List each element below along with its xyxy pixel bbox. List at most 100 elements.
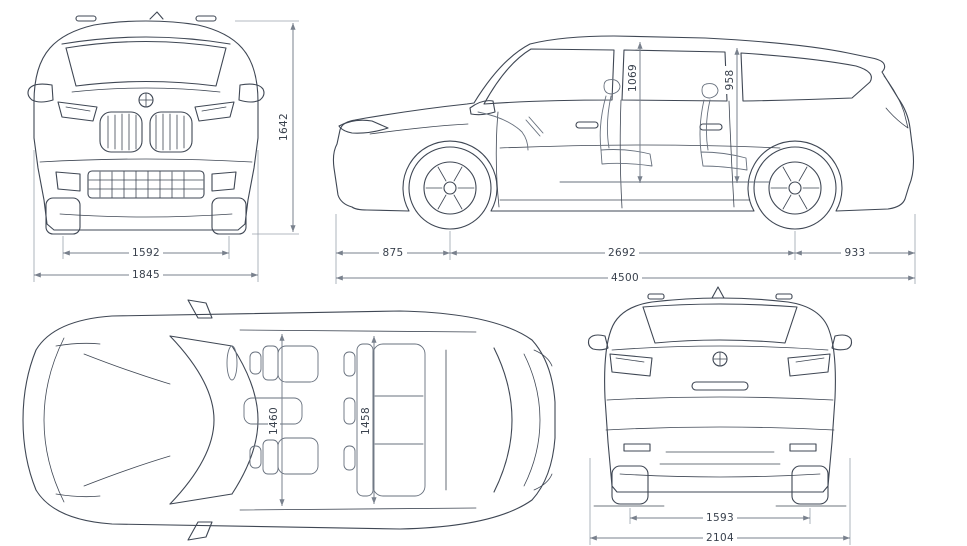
rear-mirror-left [587,334,609,351]
rear-seat-cushion [700,151,748,171]
front-interior-width-label: 1460 [268,407,280,435]
driver-headrest [249,351,262,375]
front-tire [408,146,492,230]
top-interior-drawing [226,343,426,497]
rear-seat-backrest [699,99,711,153]
rear-roof-rail-right [775,293,793,300]
grille-bars-left [107,113,137,151]
hatch-arc [523,353,541,487]
rear-bumper-line [605,426,835,431]
intake-grid-vertical [99,170,185,199]
width-witness-lines [33,150,259,282]
passenger-headrest [249,445,262,469]
top-view: 1460 1458 [22,299,556,541]
reflector-left [623,443,651,452]
bumper-line [39,158,253,163]
front-headroom-label: 1069 [627,64,639,92]
top-body-outline [22,310,556,530]
rear-wheel-right [791,465,829,505]
tailgate-handle [691,381,749,391]
hood-shutline [369,123,469,135]
side-view: 1069 958 875 2692 933 4500 [332,35,916,284]
front-height-label: 1642 [278,113,290,141]
rear-hub [788,181,802,195]
rear-headrest-right [343,445,356,471]
height-witness-lines [235,20,299,235]
antenna-fin-icon [149,11,164,20]
hood-crease [71,87,221,93]
grille-bars-right [155,113,185,151]
rear-bench-cushion [372,343,426,497]
top-mirror-left [187,299,213,319]
front-seat-backrest [599,95,612,151]
rear-rim [768,161,822,215]
headlight-top-right [55,493,101,498]
rear-window-arc [493,347,513,493]
dim-label-bg [703,512,737,524]
rear-car-drawing [587,286,853,507]
driver-cushion [277,345,319,383]
tailgate-line-lower [606,396,834,401]
headlight-top-left [55,342,101,347]
reflector-right [789,443,817,452]
front-wheel-left [45,197,81,235]
roof-rail-right [195,15,217,22]
brand-roundel-cross [138,92,154,108]
front-bumper-line [43,337,65,503]
rear-spokes [770,166,820,210]
taillight-right-detail [795,357,825,363]
top-mirror-right [187,521,213,541]
front-door-glass [483,48,615,105]
front-hub [443,181,457,195]
rear-roundel-cross [712,351,728,367]
headlight-left [57,101,98,122]
length-witness-lines [335,214,916,284]
steering-wheel-top [226,345,238,381]
fog-inlet-right [211,171,237,192]
rear-tire [753,146,837,230]
dim-label-bg [703,532,737,544]
front-door-cut [495,111,500,208]
wheelbase-label: 2692 [608,247,636,259]
front-seat-cushion [600,149,653,167]
dim-label-bg [627,62,639,94]
roof-rail-left [75,15,97,22]
rear-door-handle [699,123,723,131]
rear-antenna-fin-icon [711,286,725,299]
dim-label-bg [268,405,280,437]
front-track-label: 1592 [132,247,160,259]
front-width-label: 1845 [132,269,160,281]
rear-mirror-right [831,334,853,351]
rear-track-label: 1593 [706,512,734,524]
rear-headrest-center [343,397,356,425]
windshield [65,40,227,87]
b-pillar-door-cut [619,99,623,209]
front-seat-headrest [603,79,621,95]
front-skid-line [59,213,233,218]
side-dimensions: 1069 958 875 2692 933 4500 [335,42,916,284]
top-dimensions: 1460 1458 [268,334,377,506]
rear-headrest-left [343,351,356,377]
dim-label-bg [360,405,372,437]
rear-view: 1593 2104 [587,286,853,545]
roof-edge [61,36,231,45]
dim-label-bg [605,247,639,259]
mirror-width-label: 2104 [706,532,734,544]
overall-length-label: 4500 [611,272,639,284]
fog-inlet-left [55,171,81,192]
a-pillars [169,335,233,505]
rear-bench-splits [374,395,424,445]
hood-crease-top [83,353,171,487]
rear-interior-width-label: 1458 [360,407,372,435]
dim-label-bg [129,269,163,281]
diffuser-lines [659,451,781,465]
side-car-drawing [332,35,915,230]
front-dimensions: 1642 1592 1845 [33,20,299,282]
headlight-right-detail [201,106,227,112]
front-body-outline [33,20,259,231]
character-line [499,144,781,149]
side-headlight [338,119,389,134]
rear-wheel-left [611,465,649,505]
taillight-left [609,353,653,377]
